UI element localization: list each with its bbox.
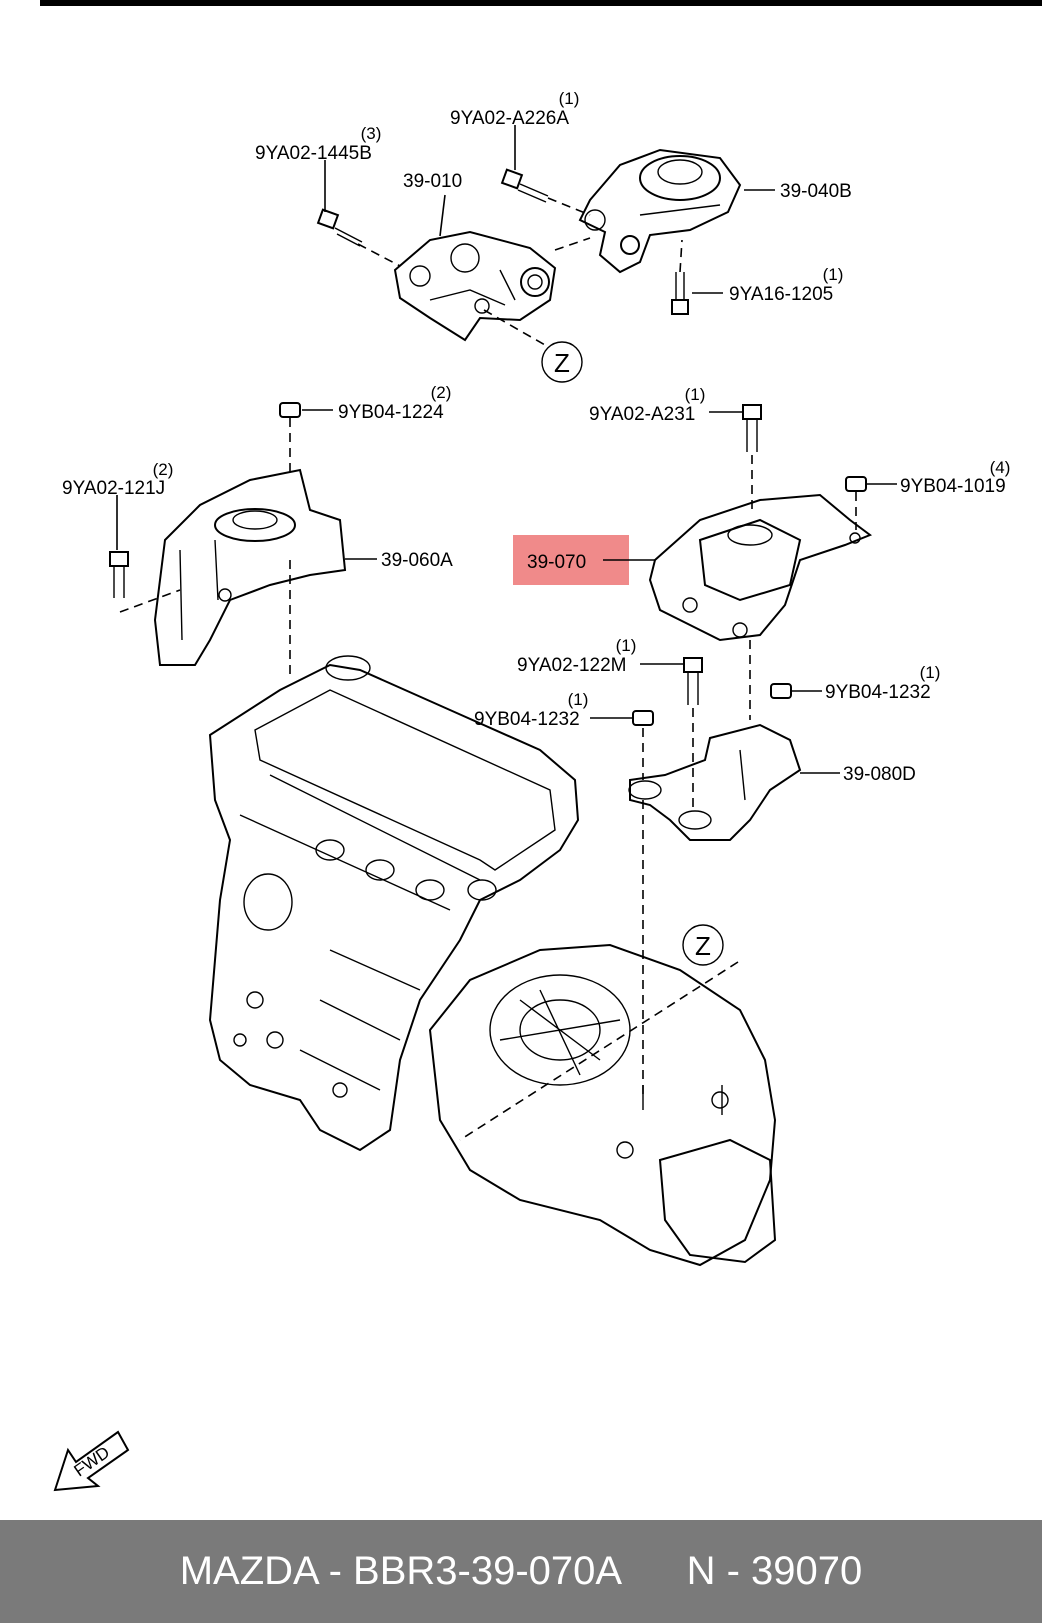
transmission-assembly [428, 943, 777, 1267]
svg-text:39-060A: 39-060A [381, 550, 453, 571]
caption-brand-part-number: MAZDA - BBR3-39-070A [179, 1549, 620, 1593]
svg-text:9YA02-1445B: 9YA02-1445B [255, 143, 372, 164]
callout-9yb04-1019: (4) 9YB04-1019 [900, 458, 1010, 497]
callout-39-010: 39-010 [403, 171, 462, 192]
callout-9yb04-1232-right: (1) 9YB04-1232 [825, 663, 940, 703]
nut-9yb04-1232-a [632, 710, 654, 726]
svg-text:39-080D: 39-080D [843, 764, 916, 785]
exploded-view-drawing: Z [40, 0, 1042, 1492]
bolt-9ya02-a226a [500, 168, 549, 203]
nut-9yb04-1232-b [770, 683, 792, 699]
bolt-9ya02-1445b [316, 208, 363, 247]
callout-39-070: 39-070 [527, 552, 586, 573]
top-border [40, 0, 1042, 6]
fwd-arrow-icon: FWD [53, 1430, 130, 1492]
svg-text:9YB04-1232: 9YB04-1232 [825, 682, 931, 703]
svg-text:Z: Z [695, 931, 711, 961]
callout-9yb04-1232-left: (1) 9YB04-1232 [474, 690, 588, 730]
svg-text:9YA02-A231: 9YA02-A231 [589, 404, 695, 425]
callout-9ya02-122m: (1) 9YA02-122M [517, 636, 636, 676]
svg-text:(3): (3) [361, 124, 382, 143]
zone-marker-z-top: Z [541, 341, 583, 383]
part-39-060a-mount [153, 468, 347, 666]
svg-text:(1): (1) [616, 636, 637, 655]
caption-diagram-number: N - 39070 [686, 1549, 863, 1593]
svg-text:(2): (2) [153, 460, 174, 479]
caption-text: MAZDA - BBR3-39-070A N - 39070 [0, 1520, 1042, 1623]
nut-9yb04-1019 [845, 476, 867, 492]
callout-39-040b: 39-040B [780, 181, 852, 202]
svg-text:(1): (1) [685, 385, 706, 404]
svg-text:9YA02-121J: 9YA02-121J [62, 478, 165, 499]
part-39-070-mount [648, 493, 873, 642]
bolt-9ya02-122m [683, 657, 703, 705]
svg-text:(4): (4) [990, 458, 1011, 477]
svg-text:(1): (1) [920, 663, 941, 682]
nut-9yb04-1224 [279, 402, 301, 418]
svg-text:(1): (1) [559, 89, 580, 108]
part-39-080d-bracket [628, 723, 802, 841]
callout-9ya02-121j: (2) 9YA02-121J [62, 460, 173, 499]
svg-text:39-040B: 39-040B [780, 181, 852, 202]
callout-9ya02-a231: (1) 9YA02-A231 [589, 385, 705, 425]
svg-text:9YB04-1224: 9YB04-1224 [338, 402, 444, 423]
callout-9ya02-a226a: (1) 9YA02-A226A [450, 89, 579, 129]
caption-bar: MAZDA - BBR3-39-070A N - 39070 [0, 1520, 1042, 1623]
parts-diagram: Z [40, 0, 1042, 1492]
svg-text:(1): (1) [823, 265, 844, 284]
svg-text:9YA16-1205: 9YA16-1205 [729, 284, 833, 305]
engine-assembly [208, 655, 580, 1152]
svg-text:39-070: 39-070 [527, 552, 586, 573]
bolt-9ya02-121j [109, 551, 129, 598]
svg-text:Z: Z [554, 348, 570, 378]
svg-text:(2): (2) [431, 383, 452, 402]
svg-text:39-010: 39-010 [403, 171, 462, 192]
callout-9yb04-1224: (2) 9YB04-1224 [338, 383, 451, 423]
zone-marker-z-lower: Z [682, 924, 724, 966]
callout-39-080d: 39-080D [843, 764, 916, 785]
svg-text:9YB04-1019: 9YB04-1019 [900, 476, 1006, 497]
svg-text:(1): (1) [568, 690, 589, 709]
svg-text:9YB04-1232: 9YB04-1232 [474, 709, 580, 730]
bolt-9ya16-1205 [671, 272, 689, 315]
callout-9ya02-1445b: (3) 9YA02-1445B [255, 124, 381, 164]
callout-39-060a: 39-060A [381, 550, 453, 571]
callout-9ya16-1205: (1) 9YA16-1205 [729, 265, 843, 305]
svg-text:9YA02-122M: 9YA02-122M [517, 655, 627, 676]
part-39-040b-mount [578, 148, 742, 274]
part-39-010-bracket [393, 230, 557, 342]
svg-text:9YA02-A226A: 9YA02-A226A [450, 108, 569, 129]
bolt-9ya02-a231 [742, 404, 762, 452]
